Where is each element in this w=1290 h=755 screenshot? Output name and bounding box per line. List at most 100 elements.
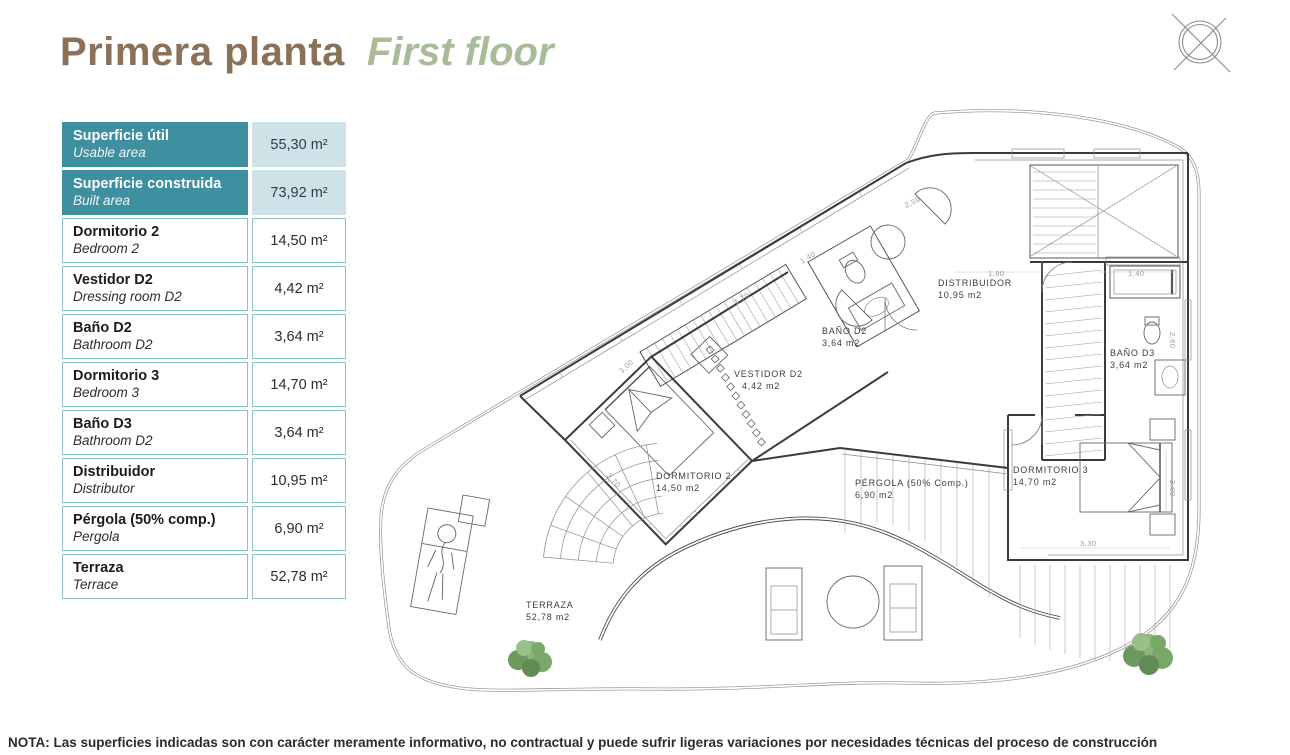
- compass-icon: [1171, 13, 1231, 73]
- row-bano-d2: Baño D2 Bathroom D2 3,64 m²: [62, 314, 346, 359]
- svg-text:3,00: 3,00: [617, 357, 635, 375]
- svg-text:4,42 m2: 4,42 m2: [742, 381, 780, 391]
- right-block-walls: [1003, 153, 1192, 561]
- chair-icon: [883, 565, 923, 641]
- label-dormitorio-3: DORMITORIO 3: [1013, 465, 1088, 475]
- area-value-cell: 10,95 m²: [252, 458, 346, 503]
- room-label-cell: Superficie útil Usable area: [62, 122, 248, 167]
- bed-icon: [1079, 442, 1173, 513]
- svg-text:3,30: 3,30: [1080, 539, 1097, 548]
- tree-icon: [508, 640, 552, 677]
- area-value-cell: 14,70 m²: [252, 362, 346, 407]
- svg-text:3,64 m2: 3,64 m2: [822, 338, 860, 348]
- row-dormitorio-3: Dormitorio 3 Bedroom 3 14,70 m²: [62, 362, 346, 407]
- svg-text:1,40: 1,40: [1128, 269, 1145, 278]
- label-bano-d3: BAÑO D3: [1110, 348, 1155, 358]
- label-pergola: PÉRGOLA (50% Comp.): [855, 478, 969, 488]
- label-vestidor-d2: VESTIDOR D2: [734, 369, 803, 379]
- deck-planks: [1019, 565, 1171, 661]
- nightstand-icon: [588, 411, 616, 439]
- page-title: Primera planta First floor: [60, 30, 554, 75]
- area-table: Superficie útil Usable area 55,30 m² Sup…: [62, 122, 346, 602]
- svg-text:3,64 m2: 3,64 m2: [1110, 360, 1148, 370]
- tree-icon: [1123, 633, 1173, 675]
- room-label-cell: Terraza Terrace: [62, 554, 248, 599]
- svg-text:52,78 m2: 52,78 m2: [526, 612, 570, 622]
- row-distribuidor: Distribuidor Distributor 10,95 m²: [62, 458, 346, 503]
- sink-icon: [1154, 359, 1186, 396]
- area-value-cell: 52,78 m²: [252, 554, 346, 599]
- svg-text:6,90 m2: 6,90 m2: [855, 490, 893, 500]
- vestidor-walls: [650, 271, 1009, 475]
- row-pergola: Pérgola (50% comp.) Pergola 6,90 m²: [62, 506, 346, 551]
- north-wall: [905, 148, 1188, 164]
- svg-text:14,50 m2: 14,50 m2: [656, 483, 700, 493]
- room-labels: DISTRIBUIDOR 10,95 m2 BAÑO D2 3,64 m2 VE…: [526, 278, 1155, 622]
- bedroom-2-wing: [563, 335, 766, 546]
- svg-text:1,80: 1,80: [988, 269, 1005, 278]
- room-label-cell: Vestidor D2 Dressing room D2: [62, 266, 248, 311]
- armchair-icon: [914, 187, 952, 225]
- svg-text:1,40: 1,40: [798, 249, 817, 265]
- area-value-cell: 14,50 m²: [252, 218, 346, 263]
- parcel-boundary: [379, 109, 1201, 692]
- terrace-seating: [765, 565, 923, 641]
- row-superficie-util: Superficie útil Usable area 55,30 m²: [62, 122, 346, 167]
- area-value-cell: 3,64 m²: [252, 314, 346, 359]
- svg-text:2,59: 2,59: [903, 195, 922, 210]
- svg-text:10,95 m2: 10,95 m2: [938, 290, 982, 300]
- round-table-icon: [870, 224, 906, 260]
- area-value-cell: 4,42 m²: [252, 266, 346, 311]
- nightstand-icon: [1149, 418, 1176, 441]
- northwest-wall: [519, 162, 910, 441]
- bathroom-d2: [807, 225, 921, 348]
- stairs-nw-band: [639, 263, 808, 387]
- toilet-icon: [838, 251, 866, 284]
- bathroom-d3: [1109, 265, 1186, 396]
- cabinet-icon: [690, 335, 729, 374]
- title-spanish: Primera planta: [60, 30, 345, 74]
- sink-icon: [847, 282, 906, 332]
- curved-steps: [543, 443, 664, 564]
- pergola-slats: [844, 449, 990, 597]
- title-english: First floor: [366, 30, 554, 74]
- room-label-cell: Baño D3 Bathroom D2: [62, 410, 248, 455]
- person-icon: [427, 524, 457, 602]
- room-label-cell: Baño D2 Bathroom D2: [62, 314, 248, 359]
- label-dormitorio-2: DORMITORIO 2: [656, 471, 731, 481]
- room-label-cell: Superficie construida Built area: [62, 170, 248, 215]
- sun-lounger: [410, 507, 474, 615]
- room-label-cell: Dormitorio 2 Bedroom 2: [62, 218, 248, 263]
- disclaimer-note: NOTA: Las superficies indicadas son con …: [8, 735, 1158, 750]
- dimension-lines: [955, 271, 1180, 549]
- label-distribuidor: DISTRIBUIDOR: [938, 278, 1012, 288]
- hall-furniture: [835, 187, 952, 327]
- door-arcs: [884, 261, 1073, 446]
- row-vestidor-d2: Vestidor D2 Dressing room D2 4,42 m²: [62, 266, 346, 311]
- round-table-icon: [826, 575, 880, 629]
- room-label-cell: Distribuidor Distributor: [62, 458, 248, 503]
- row-bano-d3: Baño D3 Bathroom D2 3,64 m²: [62, 410, 346, 455]
- chair-icon: [765, 567, 803, 641]
- terrace-wavy-wall: [598, 516, 1061, 641]
- armchair-icon: [835, 289, 873, 327]
- label-bano-d2: BAÑO D2: [822, 326, 867, 336]
- area-value-cell: 55,30 m²: [252, 122, 346, 167]
- area-value-cell: 6,90 m²: [252, 506, 346, 551]
- area-value-cell: 73,92 m²: [252, 170, 346, 215]
- stairs-middle: [1044, 269, 1103, 457]
- toilet-icon: [1143, 316, 1161, 345]
- room-label-cell: Dormitorio 3 Bedroom 3: [62, 362, 248, 407]
- label-terraza: TERRAZA: [526, 600, 574, 610]
- wardrobe-rail-icon: [705, 345, 766, 447]
- svg-text:3,00: 3,00: [1168, 480, 1177, 497]
- bedroom-3: [1079, 418, 1176, 536]
- nightstand-icon: [1149, 513, 1176, 536]
- bed-icon: [604, 365, 715, 477]
- row-terraza: Terraza Terrace 52,78 m²: [62, 554, 346, 599]
- side-table: [457, 494, 491, 527]
- row-superficie-construida: Superficie construida Built area 73,92 m…: [62, 170, 346, 215]
- area-value-cell: 3,64 m²: [252, 410, 346, 455]
- row-dormitorio-2: Dormitorio 2 Bedroom 2 14,50 m²: [62, 218, 346, 263]
